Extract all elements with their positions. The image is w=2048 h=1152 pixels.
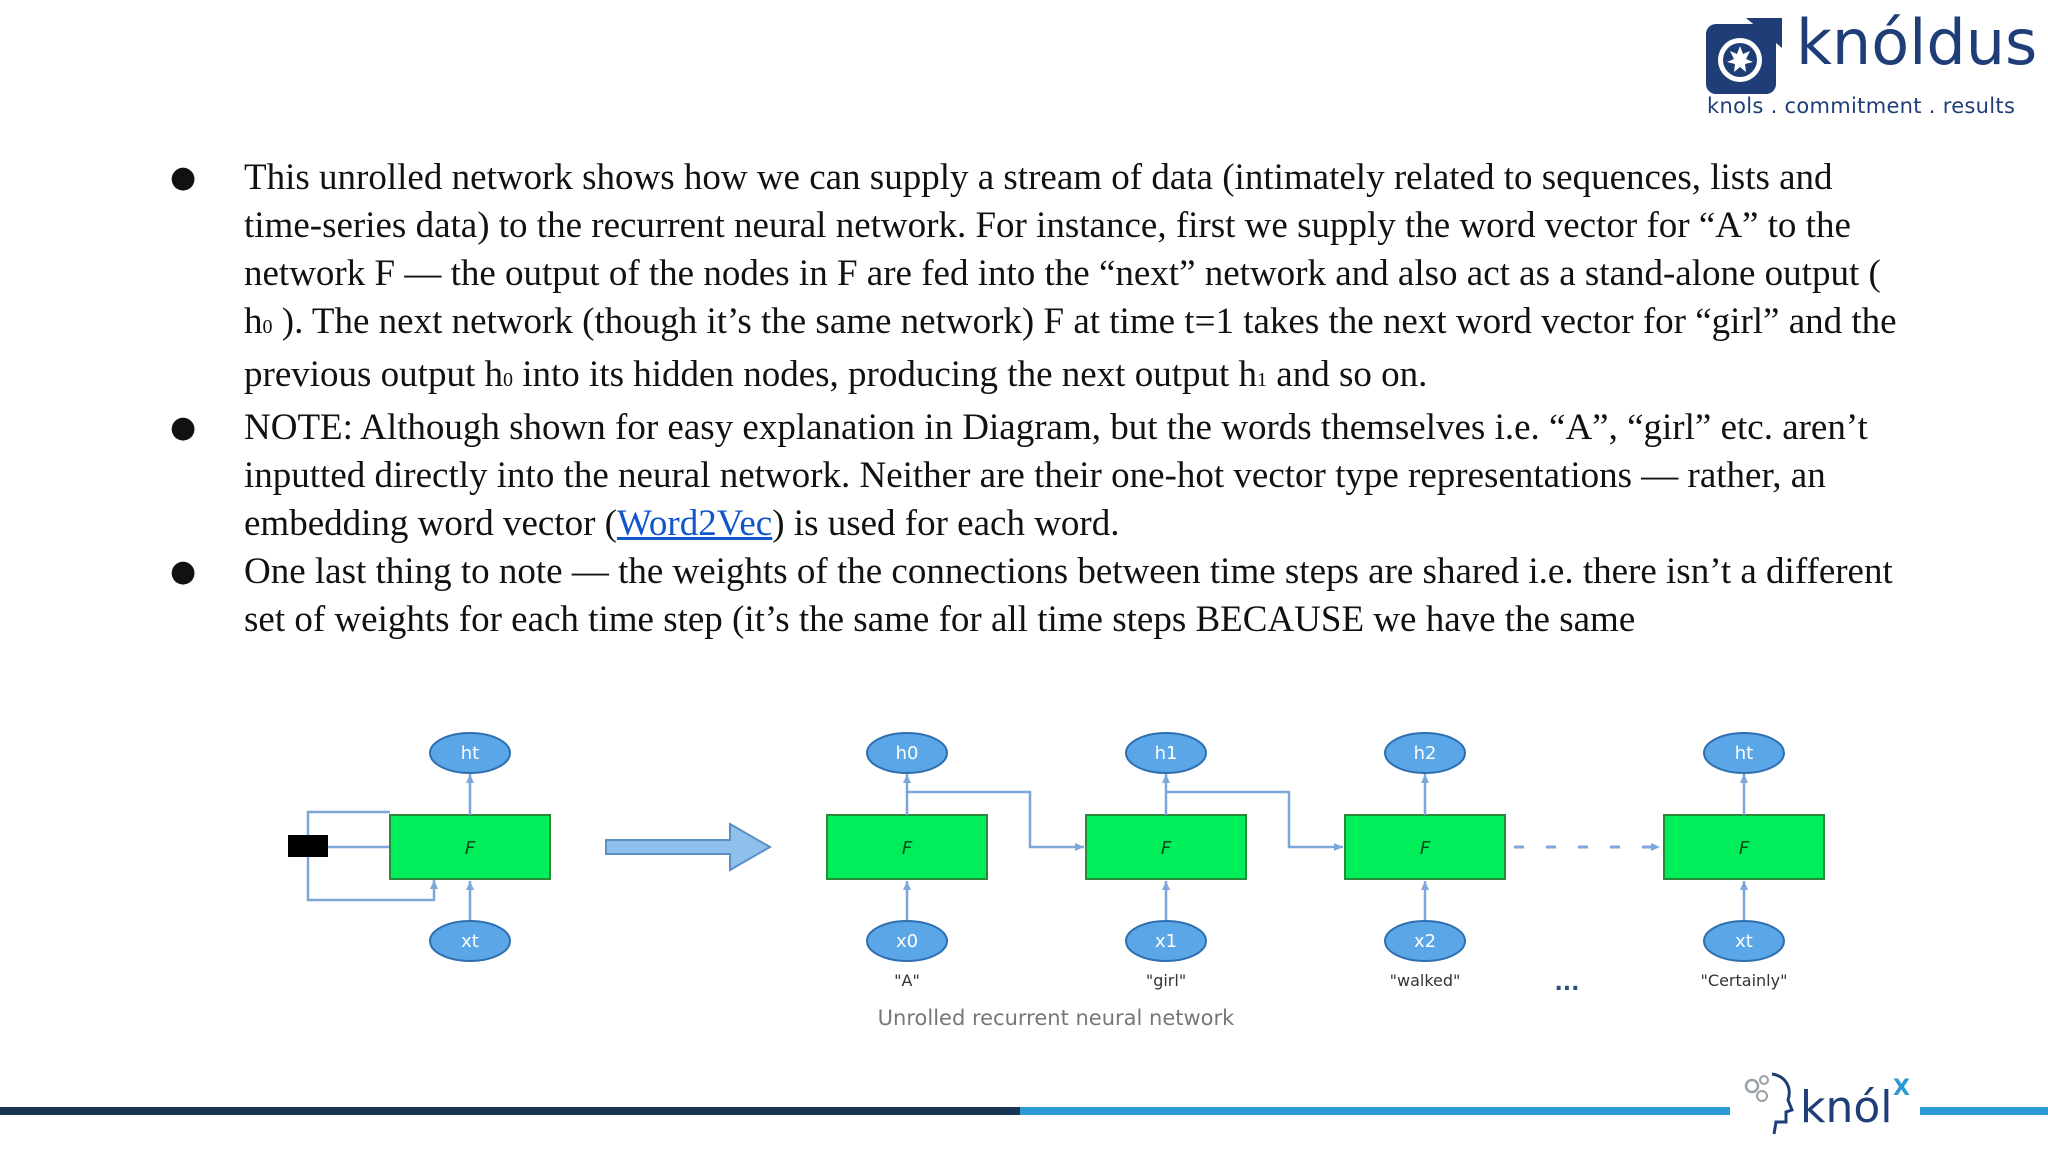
bullet-text: One last thing to note — the weights of …: [244, 551, 1893, 640]
unroll-arrow-icon: [605, 822, 773, 872]
knolx-brand-sup: X: [1893, 1076, 1910, 1101]
output-node: [1703, 732, 1785, 774]
hidden-state-arrow: [907, 790, 1084, 851]
output-node: [429, 732, 511, 774]
output-node: [1384, 732, 1466, 774]
input-node-label: xt: [461, 931, 479, 952]
bullet-item-weights: ● One last thing to note — the weights of…: [170, 548, 1910, 644]
input-node: [1703, 920, 1785, 962]
bullet-item-note: ● NOTE: Although shown for easy explanati…: [170, 404, 1910, 548]
rnn-cell-label: F: [465, 838, 476, 859]
subscript: 0: [502, 369, 513, 391]
unrolled-step-2: F h2 x2 "walked": [1344, 732, 1506, 990]
knolx-head-gears-icon: [1744, 1072, 1794, 1135]
bullet-text: ). The next network (though it’s the sam…: [244, 301, 1897, 395]
delay-block: [288, 835, 328, 857]
rnn-diagram: F ht xt F h0: [274, 716, 1844, 1046]
logo-wordmark: knóldus: [1796, 6, 2038, 79]
bullet-dot-icon: ●: [170, 160, 197, 195]
rnn-cell-label: F: [902, 838, 913, 859]
subscript: 0: [262, 316, 273, 338]
recurrent-loop-arrow: [306, 845, 438, 902]
diagram-caption: Unrolled recurrent neural network: [878, 1006, 1235, 1030]
output-node-label: ht: [461, 743, 479, 764]
bullet-text: NOTE: Although shown for easy explanatio…: [244, 407, 1868, 544]
output-node-label: ht: [1735, 743, 1753, 764]
subscript: 1: [1257, 369, 1268, 391]
input-node: [429, 920, 511, 962]
word2vec-link[interactable]: Word2Vec: [616, 503, 773, 544]
input-node-label: x1: [1155, 931, 1177, 952]
bullet-text: into its hidden nodes, producing the nex…: [512, 354, 1258, 395]
footer-bar-light: [1020, 1107, 2048, 1115]
bullet-dot-icon: ●: [170, 554, 197, 589]
rnn-cell: [826, 814, 988, 880]
word-label: "A": [894, 971, 920, 990]
knolx-brand-text: knól: [1800, 1082, 1893, 1133]
word-label: "Certainly": [1701, 971, 1788, 990]
bullet-text: This unrolled network shows how we can s…: [244, 157, 1881, 342]
output-node: [866, 732, 948, 774]
unrolled-step-t: F ht xt "Certainly": [1663, 732, 1825, 990]
rnn-cell: [1085, 814, 1247, 880]
output-node: [1125, 732, 1207, 774]
rnn-cell-label: F: [1420, 838, 1431, 859]
input-node: [1384, 920, 1466, 962]
ellipsis: ...: [1554, 971, 1579, 996]
input-node-label: x0: [896, 931, 918, 952]
rnn-cell-label: F: [1161, 838, 1172, 859]
output-node-label: h1: [1155, 743, 1178, 764]
output-node-label: h0: [896, 743, 919, 764]
unrolled-rnn: F h0 x0 "A" F h1: [826, 732, 1825, 1030]
bullet-item-unrolled: ● This unrolled network shows how we can …: [170, 154, 1910, 404]
input-node: [866, 920, 948, 962]
input-node: [1125, 920, 1207, 962]
hidden-state-arrow: [1166, 790, 1343, 851]
bullet-list: ● This unrolled network shows how we can …: [170, 154, 1910, 674]
input-node-label: xt: [1735, 931, 1753, 952]
word-label: "girl": [1146, 971, 1186, 990]
knolx-logo: [1730, 1060, 1920, 1152]
knoldus-logo-mark-icon: [1706, 18, 1782, 94]
knoldus-logo: knóldus knols . commitment . results: [1706, 6, 2037, 124]
input-node-label: x2: [1414, 931, 1436, 952]
logo-tagline: knols . commitment . results: [1707, 94, 2016, 118]
bullet-text: ) is used for each word.: [772, 503, 1120, 544]
unrolled-step-0: F h0 x0 "A": [826, 732, 988, 990]
word-label: "walked": [1390, 971, 1461, 990]
rnn-diagram-svg: F ht xt F h0: [288, 732, 1825, 1030]
rnn-cell: [1663, 814, 1825, 880]
folded-rnn: F ht xt: [288, 732, 551, 962]
bullet-dot-icon: ●: [170, 410, 197, 445]
unrolled-step-1: F h1 x1 "girl": [1085, 732, 1247, 990]
footer-bar-dark: [0, 1107, 1020, 1115]
bullet-text: and so on.: [1267, 354, 1428, 395]
rnn-cell-label: F: [1739, 838, 1750, 859]
output-node-label: h2: [1414, 743, 1437, 764]
